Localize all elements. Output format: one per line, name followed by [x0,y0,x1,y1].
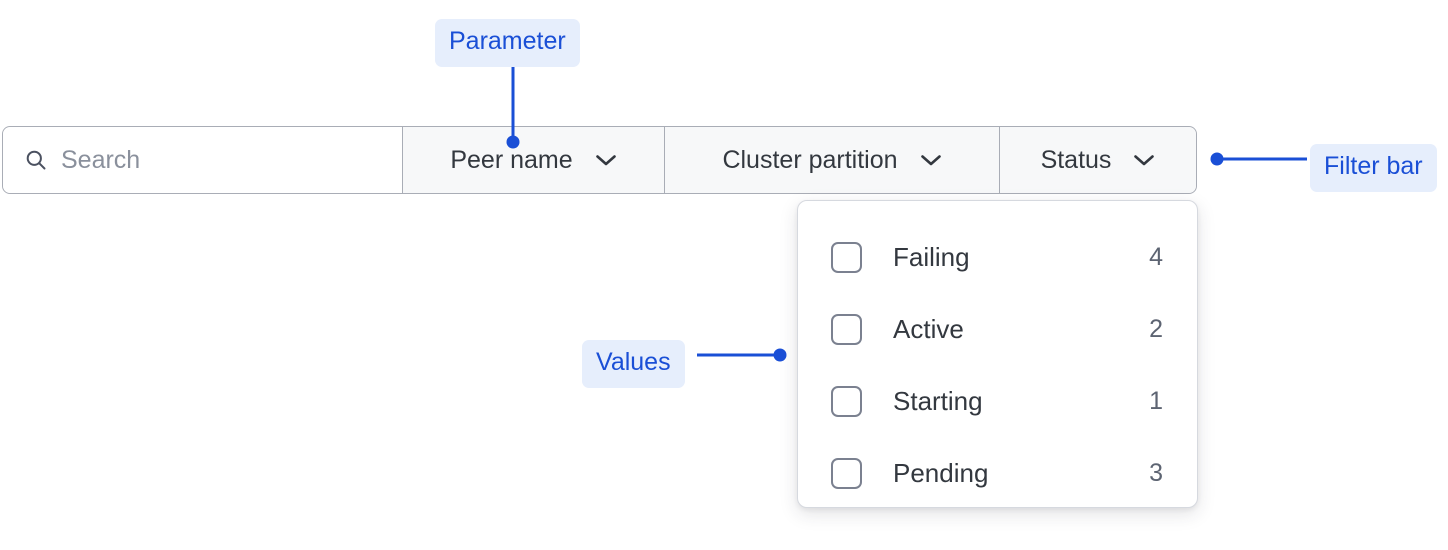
connector-dot-filter-bar [1210,152,1224,166]
checkbox[interactable] [831,385,862,417]
option-count: 2 [1149,314,1163,343]
option-label: Active [893,313,964,344]
option-label: Pending [893,457,989,488]
checkbox[interactable] [831,241,862,273]
filter-button-label: Status [1040,145,1112,174]
status-dropdown-panel: Failing 4 Active 2 Starting 1 Pending 3 [797,200,1198,508]
option-count: 1 [1149,386,1163,415]
filter-button-label: Cluster partition [722,145,898,174]
option-count: 3 [1149,458,1163,487]
annotation-label-values: Values [582,340,685,388]
chevron-down-icon [595,153,617,167]
checkbox[interactable] [831,313,862,345]
annotation-label-parameter: Parameter [435,19,580,67]
checkbox[interactable] [831,457,862,489]
option-label: Starting [893,385,983,416]
search-icon [25,149,47,171]
filter-bar: Peer name Cluster partition Status [2,126,1197,194]
search-field[interactable] [3,127,403,193]
filter-button-status[interactable]: Status [1000,127,1196,193]
filter-button-label: Peer name [450,145,573,174]
annotation-label-filter-bar: Filter bar [1310,144,1437,192]
option-label: Failing [893,241,970,272]
chevron-down-icon [920,153,942,167]
dropdown-option-starting[interactable]: Starting 1 [798,365,1197,437]
dropdown-option-failing[interactable]: Failing 4 [798,221,1197,293]
filter-button-cluster-partition[interactable]: Cluster partition [665,127,1000,193]
connector-dot-values [773,348,787,362]
dropdown-option-active[interactable]: Active 2 [798,293,1197,365]
option-count: 4 [1149,242,1163,271]
search-input[interactable] [61,145,380,175]
chevron-down-icon [1133,153,1155,167]
dropdown-option-pending[interactable]: Pending 3 [798,437,1197,509]
filter-button-peer-name[interactable]: Peer name [403,127,665,193]
